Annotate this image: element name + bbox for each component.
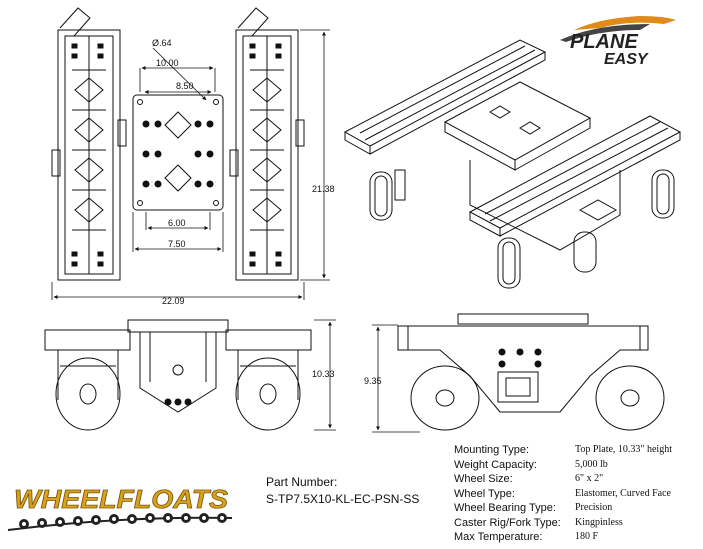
- spec-key: Wheel Type:: [454, 488, 515, 500]
- dim-9-35: 9.35: [364, 376, 382, 386]
- spec-value: 6" x 2": [575, 473, 604, 484]
- wheelfloats-wordmark: WHEELFLOATS: [14, 484, 229, 514]
- front-view-dimensions: [314, 319, 336, 431]
- dim-10-33: 10.33: [312, 369, 335, 379]
- isometric-view: [343, 39, 682, 289]
- spec-value: Top Plate, 10.33" height: [575, 444, 672, 455]
- spec-key: Caster Rig/Fork Type:: [454, 517, 561, 529]
- right-rail: [229, 7, 305, 281]
- wheelfloats-logo: WHEELFLOATS: [7, 484, 233, 531]
- dim-10-00: 10.00: [156, 58, 179, 68]
- spec-value: Kingpinless: [575, 517, 623, 528]
- part-number-label: Part Number:: [266, 475, 338, 489]
- dim-7-50: 7.50: [168, 239, 186, 249]
- spec-value: 5,000 lb: [575, 459, 608, 470]
- spec-value: Precision: [575, 502, 613, 513]
- front-view: [44, 319, 312, 431]
- spec-key: Weight Capacity:: [454, 459, 537, 471]
- wheelfloats-dots: [19, 513, 227, 529]
- side-view: [397, 313, 665, 431]
- spec-value: Elastomer, Curved Face: [575, 488, 671, 499]
- dim-hole-diameter: Ø.64: [152, 38, 172, 48]
- spec-key: Wheel Size:: [454, 473, 513, 485]
- top-plate: [132, 94, 224, 211]
- spec-value: 180 F: [575, 531, 599, 542]
- brand-easy: EASY: [604, 51, 649, 68]
- iso-wheels: [369, 169, 675, 289]
- dim-21-38: 21.38: [312, 184, 335, 194]
- part-number-value: S-TP7.5X10-KL-EC-PSN-SS: [266, 492, 420, 506]
- side-view-dimensions: [372, 324, 420, 433]
- top-view-dimensions: [51, 29, 330, 300]
- top-view: [51, 7, 305, 281]
- spec-key: Max Temperature:: [454, 531, 543, 543]
- left-rail: [51, 7, 127, 281]
- dim-6-00: 6.00: [168, 218, 186, 228]
- dim-22-09: 22.09: [162, 296, 185, 306]
- brand-plane: PLANE: [570, 31, 638, 53]
- dim-8-50: 8.50: [176, 81, 194, 91]
- spec-key: Wheel Bearing Type:: [454, 502, 556, 514]
- plane-easy-logo: PLANE EASY: [560, 16, 676, 68]
- spec-key: Mounting Type:: [454, 444, 530, 456]
